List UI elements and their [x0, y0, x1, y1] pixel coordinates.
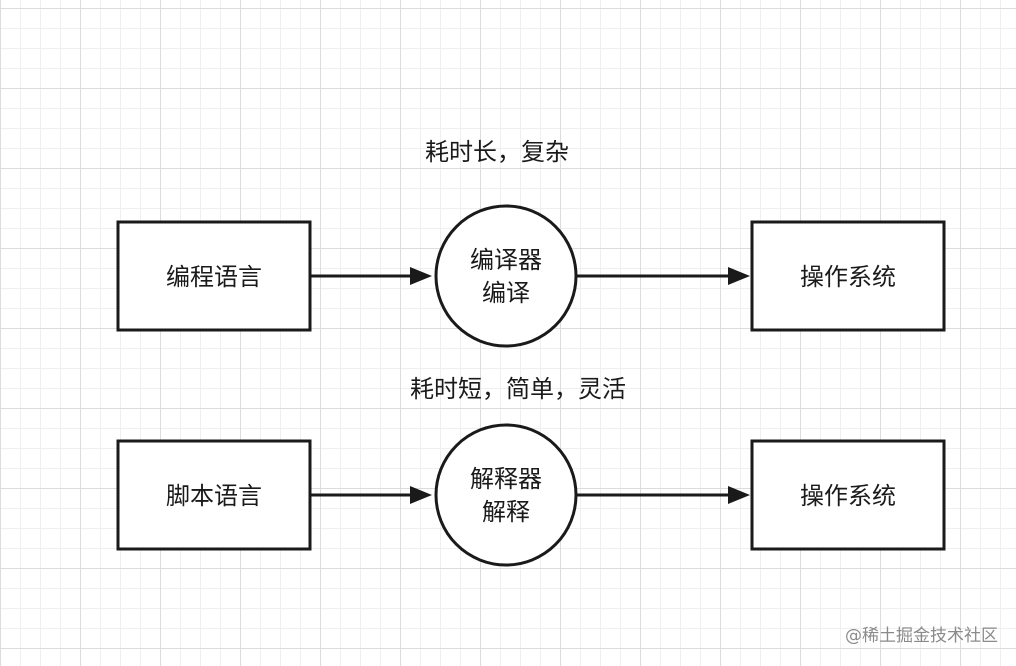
- arrow-to-interpreter: [311, 486, 432, 504]
- programming-language-box: 编程语言: [116, 220, 312, 332]
- script-language-box: 脚本语言: [116, 439, 312, 551]
- operating-system-box-1: 操作系统: [750, 220, 946, 332]
- compiler-node: 编译器 编译: [434, 204, 578, 348]
- script-language-label: 脚本语言: [166, 482, 262, 510]
- watermark: @稀土掘金技术社区: [845, 626, 998, 646]
- operating-system-label-2: 操作系统: [800, 482, 896, 510]
- programming-language-label: 编程语言: [166, 263, 262, 291]
- interpret-label: 解释: [482, 498, 530, 526]
- arrow-to-os-1: [577, 267, 750, 285]
- interpreter-label: 解释器: [470, 465, 542, 493]
- arrow-to-compiler: [311, 267, 432, 285]
- row1-note: 耗时长，复杂: [425, 138, 569, 166]
- operating-system-box-2: 操作系统: [750, 439, 946, 551]
- interpreter-node: 解释器 解释: [434, 423, 578, 567]
- arrow-to-os-2: [577, 486, 750, 504]
- compile-label: 编译: [482, 279, 530, 307]
- row2-note: 耗时短，简单，灵活: [410, 375, 626, 403]
- compiler-label: 编译器: [470, 246, 542, 274]
- operating-system-label-1: 操作系统: [800, 263, 896, 291]
